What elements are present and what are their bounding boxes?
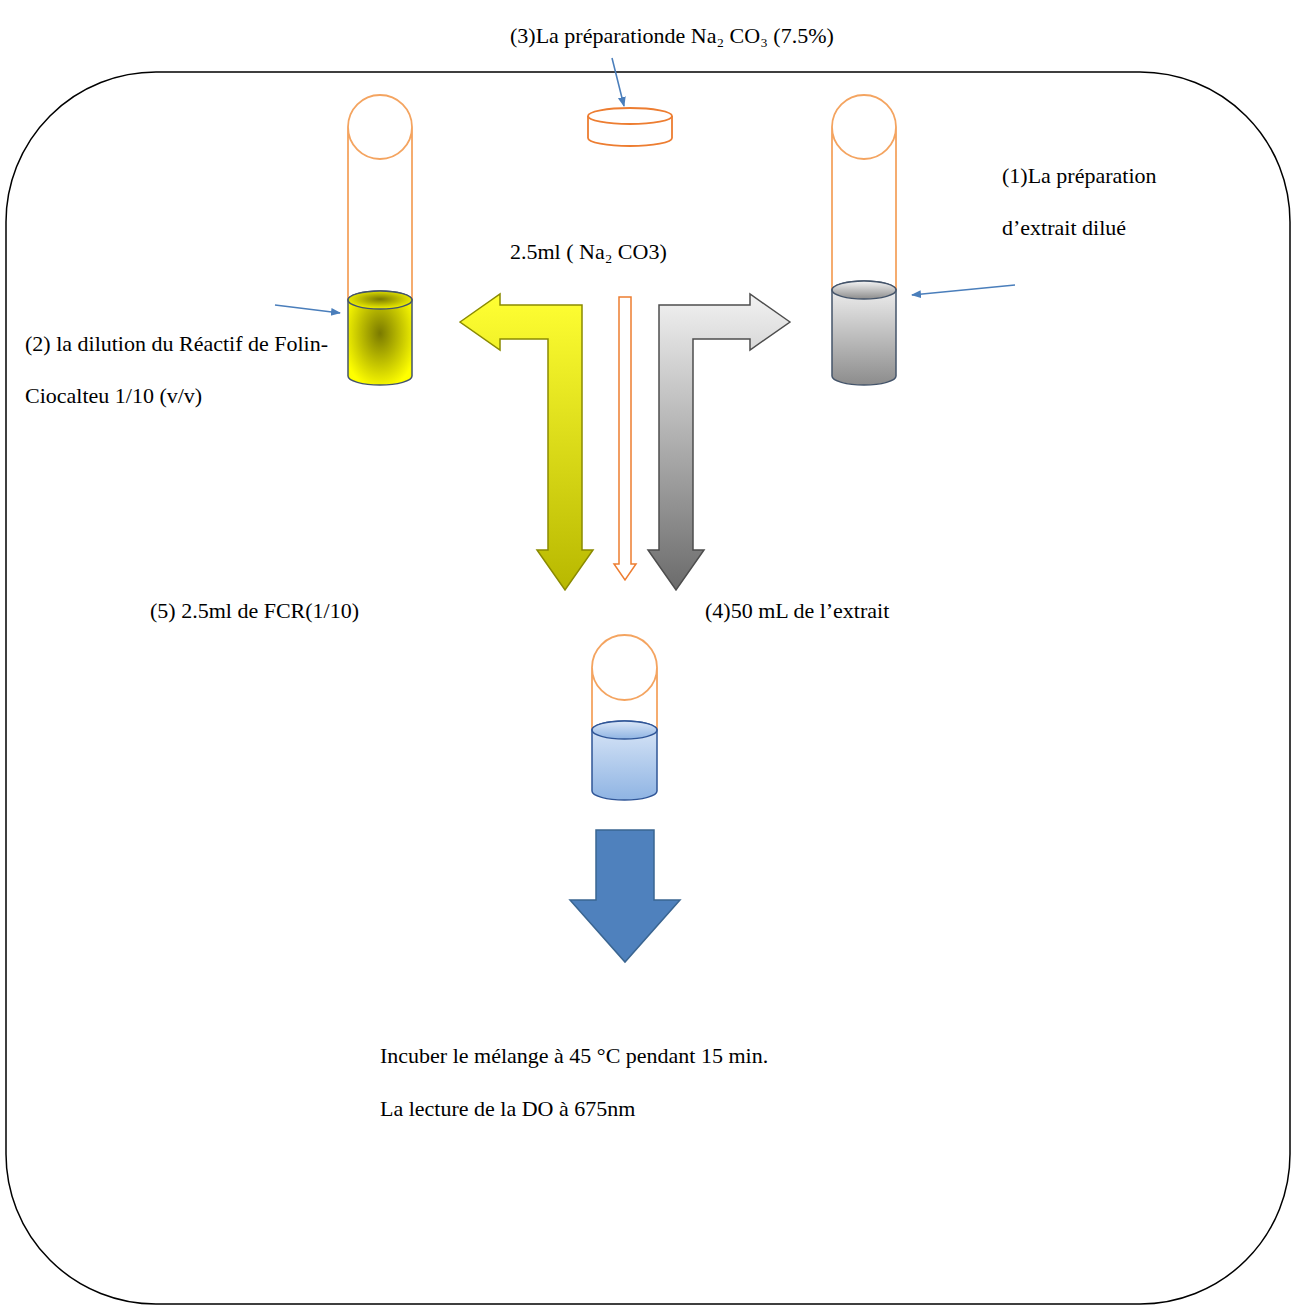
liquid-surface <box>832 281 896 299</box>
step-label: La lecture de la DO à 675nm <box>380 1083 635 1135</box>
leader-line <box>275 305 340 313</box>
outer-frame <box>6 72 1290 1304</box>
leader-line <box>912 285 1015 295</box>
tube-glass <box>592 635 657 730</box>
flow-arrow <box>460 294 593 590</box>
down-arrow <box>570 830 680 962</box>
flow-arrow <box>648 294 790 590</box>
step-label: (1)La préparation d’extrait dilué <box>1002 150 1202 254</box>
step-label: (2) la dilution du Réactif de Folin-Cioc… <box>25 318 335 422</box>
liquid-surface <box>348 291 412 309</box>
flow-arrow <box>614 297 636 580</box>
container-top <box>588 108 672 124</box>
volume-label: (4)50 mL de l’extrait <box>705 585 889 637</box>
step-label: (3)La préparationde Na₂ CO₃ (7.5%) <box>510 10 834 62</box>
leader-line <box>612 58 624 106</box>
tube-liquid <box>348 291 412 385</box>
tube-glass <box>832 95 896 290</box>
volume-label: (5) 2.5ml de FCR(1/10) <box>150 585 359 637</box>
liquid-surface <box>592 721 657 739</box>
tube-liquid <box>592 721 657 800</box>
volume-label: 2.5ml ( Na₂ CO3) <box>510 226 667 278</box>
tube-glass <box>348 95 412 300</box>
step-label: Incuber le mélange à 45 °C pendant 15 mi… <box>380 1030 768 1082</box>
tube-liquid <box>832 281 896 385</box>
